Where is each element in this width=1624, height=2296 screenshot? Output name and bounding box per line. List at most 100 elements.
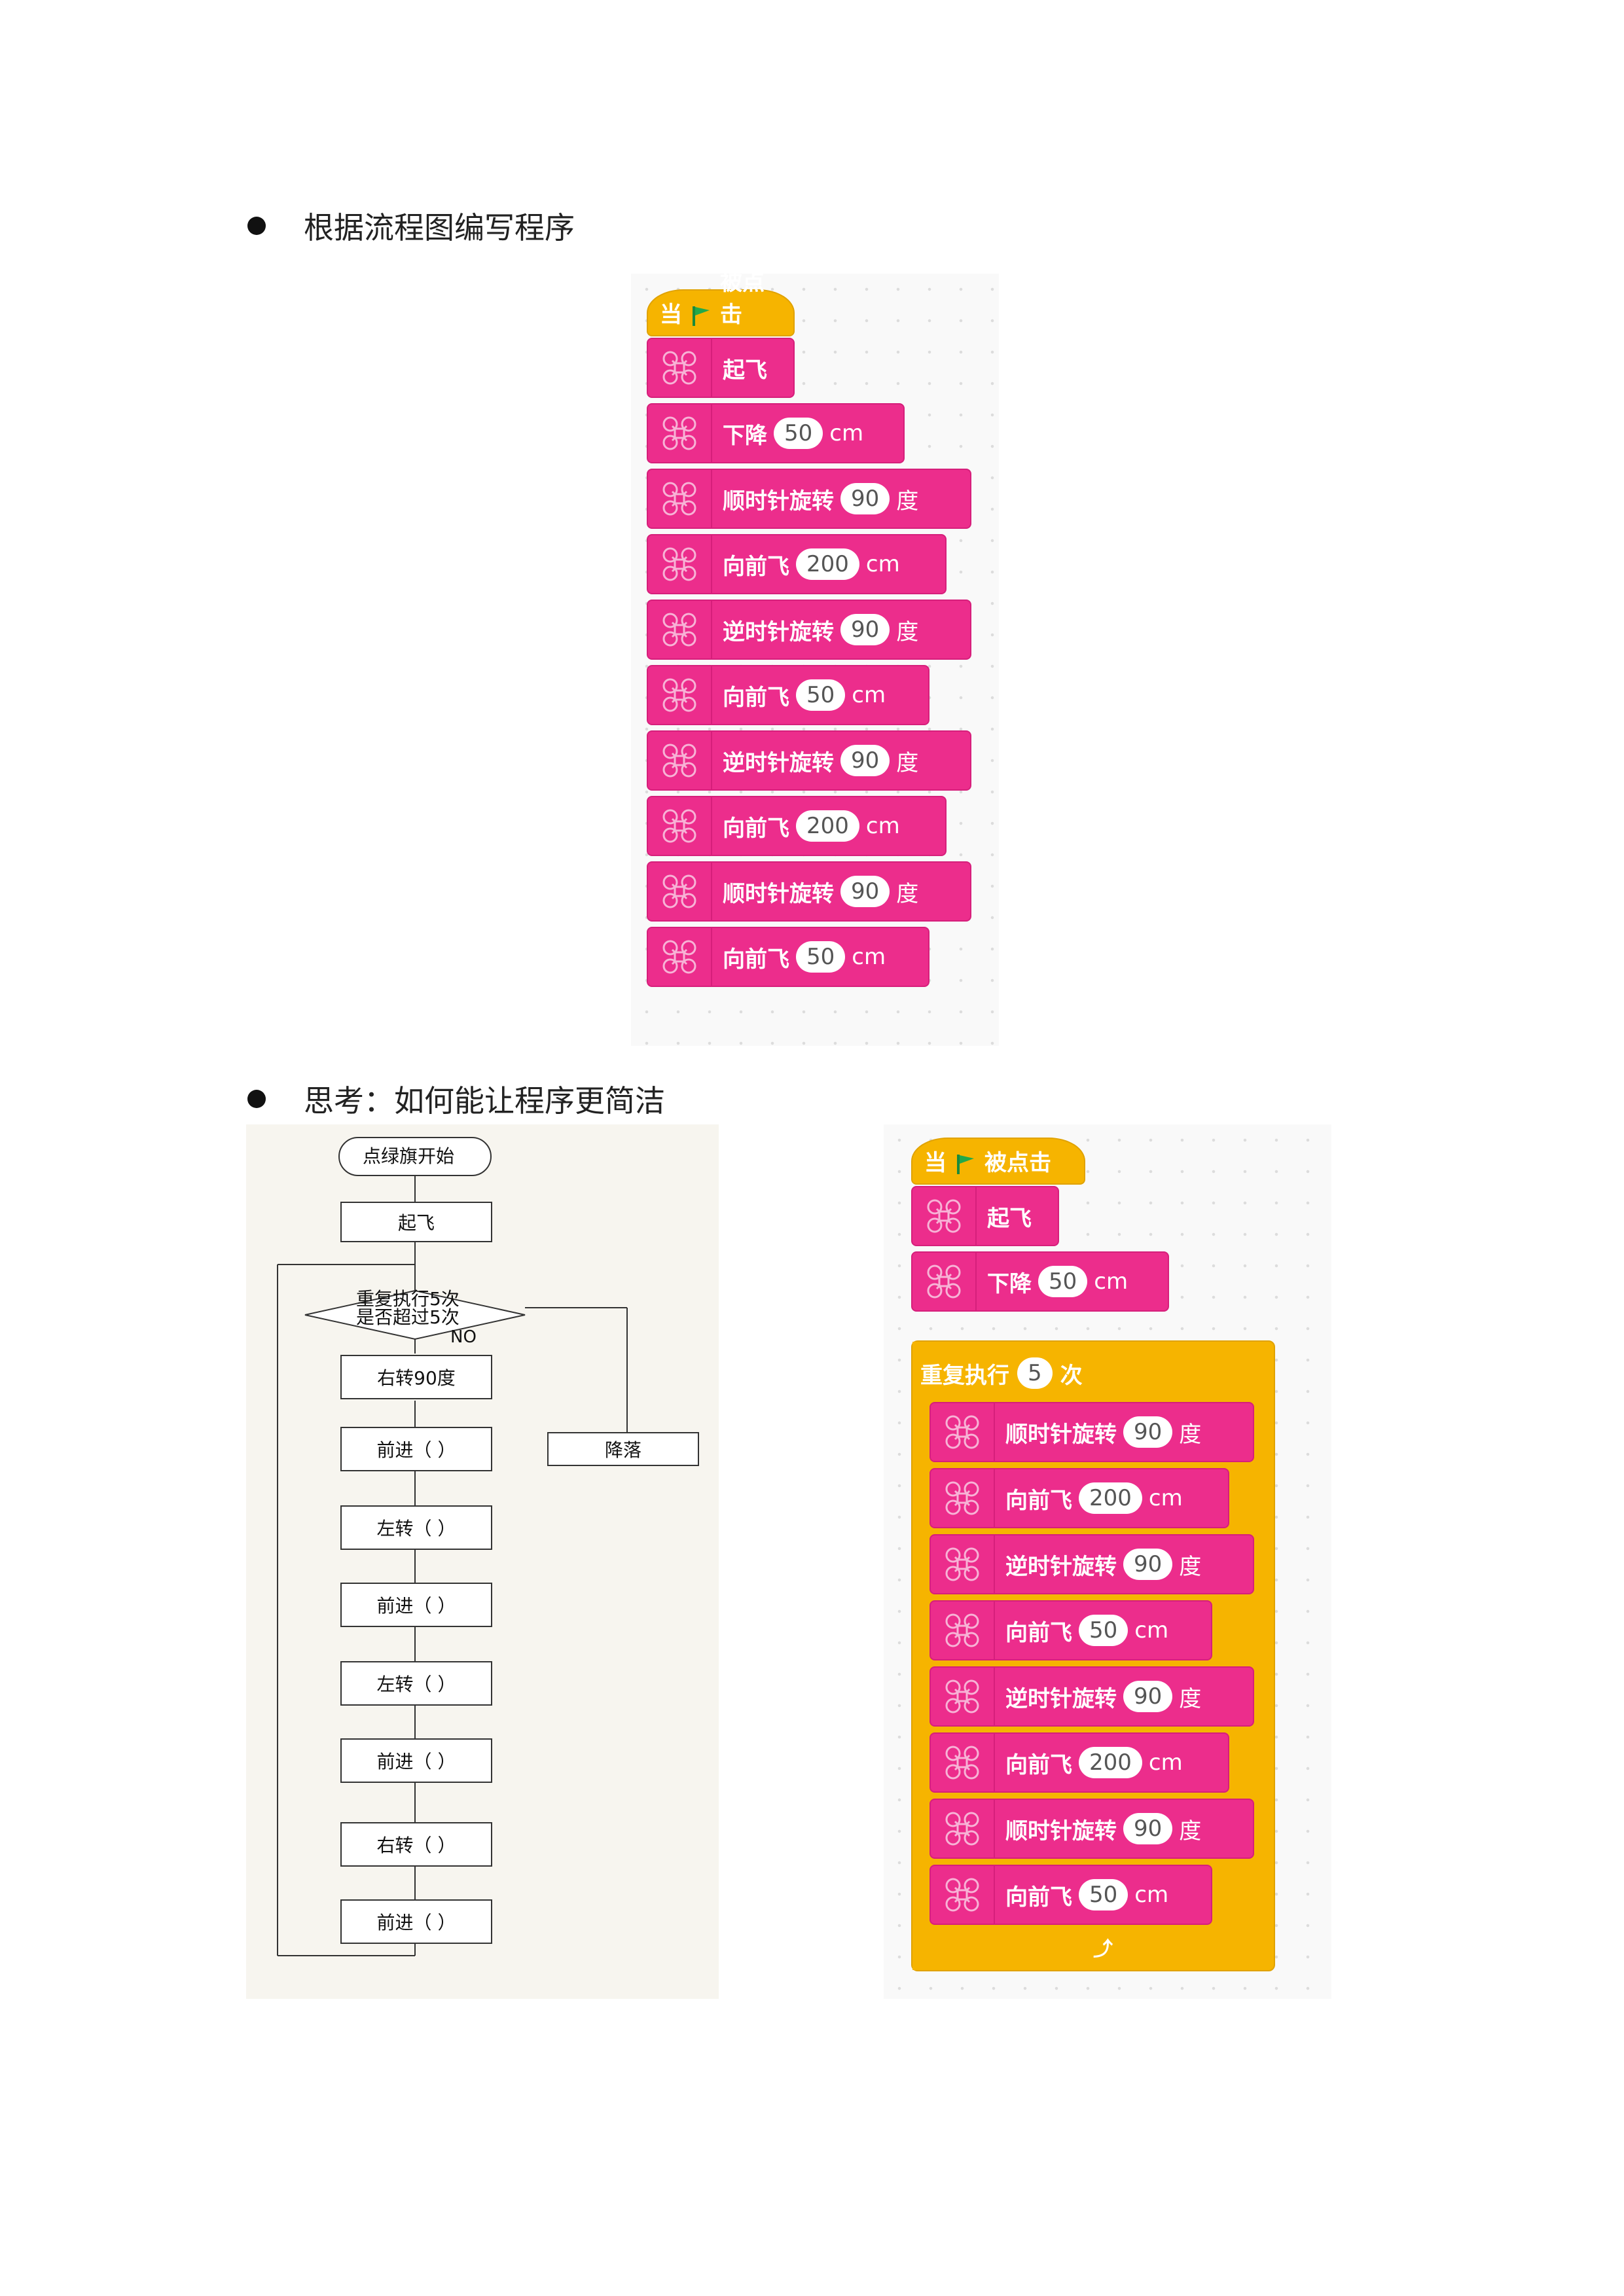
block-value-input[interactable]: 50 xyxy=(1079,1615,1128,1646)
block-unit: 度 xyxy=(896,880,919,907)
flow-step-box-2: 左转（ ） xyxy=(340,1505,492,1550)
heading-2: 思考：如何能让程序更简洁 xyxy=(247,1077,665,1121)
when-flag-clicked-hat-2[interactable]: 当 被点击 xyxy=(911,1138,1085,1185)
repeat-loop-header: 重复执行 5 次 xyxy=(920,1350,1083,1397)
block-label: 向前飞 xyxy=(1005,1751,1072,1778)
drone-icon xyxy=(648,404,712,462)
block-value-input[interactable]: 50 xyxy=(796,679,846,711)
drone-icon xyxy=(931,1602,995,1659)
flow-step-box-7: 前进（ ） xyxy=(340,1899,492,1944)
command-block-p2pre-0[interactable]: 起飞 xyxy=(911,1186,1059,1246)
flow-step-box-1: 前进（ ） xyxy=(340,1427,492,1471)
repeat-unit: 次 xyxy=(1060,1362,1083,1389)
land-label: 降落 xyxy=(604,1439,641,1461)
block-label: 逆时针旋转 xyxy=(723,619,834,645)
block-value-input[interactable]: 50 xyxy=(796,941,846,973)
flow-step-label: 前进（ ） xyxy=(376,1439,456,1461)
heading-2-text: 思考：如何能让程序更简洁 xyxy=(304,1083,665,1119)
green-flag-icon xyxy=(956,1153,975,1174)
block-label: 顺时针旋转 xyxy=(1005,1818,1117,1844)
block-value-input[interactable]: 90 xyxy=(1123,1549,1173,1580)
drone-icon xyxy=(648,928,712,986)
block-value-input[interactable]: 200 xyxy=(796,810,859,842)
block-label: 向前飞 xyxy=(1005,1487,1072,1514)
command-block-p1-0[interactable]: 起飞 xyxy=(647,338,795,398)
block-unit: cm xyxy=(1134,1617,1169,1643)
block-label: 向前飞 xyxy=(1005,1884,1072,1910)
decision-diamond xyxy=(304,1289,526,1340)
block-label: 下降 xyxy=(987,1270,1032,1297)
flowchart-panel: 点绿旗开始 起飞 重复执行5次 是否超过5次 NO 降落 右转90度前进（ ）左… xyxy=(246,1124,719,1999)
drone-icon xyxy=(931,1535,995,1593)
block-unit: cm xyxy=(1094,1268,1128,1295)
drone-icon xyxy=(648,863,712,920)
block-unit: cm xyxy=(852,944,886,970)
flow-step-box-5: 前进（ ） xyxy=(340,1738,492,1783)
block-value-input[interactable]: 90 xyxy=(1123,1813,1173,1844)
flow-step-label: 前进（ ） xyxy=(376,1751,456,1772)
block-label: 向前飞 xyxy=(723,946,789,973)
block-value-input[interactable]: 90 xyxy=(1123,1416,1173,1448)
flow-step-label: 左转（ ） xyxy=(376,1674,456,1695)
loop-arrow-icon: ⤴ xyxy=(1093,1938,1113,1961)
block-unit: cm xyxy=(865,551,900,577)
block-value-input[interactable]: 50 xyxy=(1079,1879,1128,1910)
block-value-input[interactable]: 50 xyxy=(1038,1266,1088,1297)
block-value-input[interactable]: 200 xyxy=(796,548,859,580)
bullet-icon xyxy=(247,217,266,235)
drone-icon xyxy=(648,797,712,855)
block-unit: cm xyxy=(852,682,886,708)
flow-step-box-0: 右转90度 xyxy=(340,1355,492,1399)
repeat-count-input[interactable]: 5 xyxy=(1017,1357,1053,1389)
flow-step-label: 前进（ ） xyxy=(376,1912,456,1933)
block-value-input[interactable]: 90 xyxy=(840,745,890,776)
flowchart-connectors xyxy=(277,1137,628,1956)
hat-after-text: 被点击 xyxy=(720,274,765,328)
hat-before-text: 当 xyxy=(660,302,682,328)
block-value-input[interactable]: 90 xyxy=(840,876,890,907)
drone-icon xyxy=(912,1187,977,1245)
block-label: 起飞 xyxy=(987,1205,1032,1232)
block-value-input[interactable]: 90 xyxy=(840,614,890,645)
block-value-input[interactable]: 200 xyxy=(1079,1747,1142,1778)
block-label: 向前飞 xyxy=(723,553,789,580)
block-unit: cm xyxy=(1148,1485,1183,1511)
flow-step-box-4: 左转（ ） xyxy=(340,1661,492,1706)
decision-text-1: 重复执行5次 xyxy=(356,1288,460,1310)
block-value-input[interactable]: 90 xyxy=(1123,1681,1173,1712)
block-label: 向前飞 xyxy=(723,815,789,842)
green-flag-icon xyxy=(691,305,711,326)
block-label: 向前飞 xyxy=(723,684,789,711)
block-value-input[interactable]: 90 xyxy=(840,483,890,514)
block-unit: 度 xyxy=(1179,1421,1202,1448)
drone-icon xyxy=(931,1800,995,1857)
block-value-input[interactable]: 200 xyxy=(1079,1482,1142,1514)
when-flag-clicked-hat-1[interactable]: 当 被点击 xyxy=(647,274,795,336)
hat-before-text: 当 xyxy=(924,1150,947,1176)
block-unit: 度 xyxy=(1179,1818,1202,1844)
block-value-input[interactable]: 50 xyxy=(774,418,823,449)
heading-1-text: 根据流程图编写程序 xyxy=(304,210,575,245)
drone-icon xyxy=(931,1403,995,1461)
flow-step-label: 前进（ ） xyxy=(376,1595,456,1617)
drone-icon xyxy=(648,535,712,593)
